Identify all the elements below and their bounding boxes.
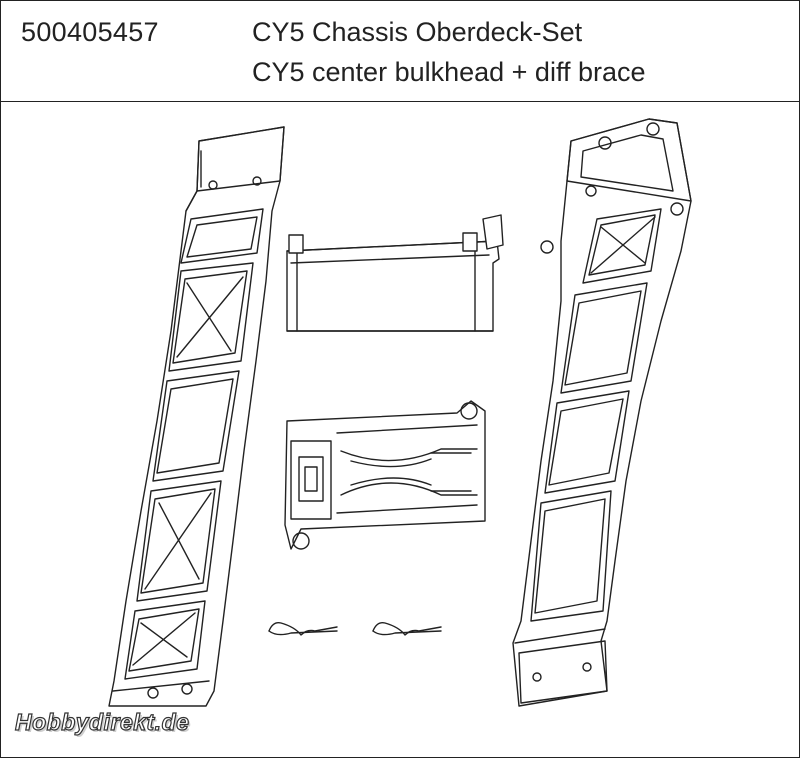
bulkhead-drawing xyxy=(286,214,504,332)
diff-brace-drawing xyxy=(284,400,486,550)
part-number: 500405457 xyxy=(21,17,159,47)
right-brace-drawing xyxy=(512,118,692,707)
header: 500405457 CY5 Chassis Oberdeck-Set CY5 c… xyxy=(1,1,799,102)
clip-icon xyxy=(268,621,442,636)
left-brace-drawing xyxy=(108,126,285,707)
title-german: CY5 Chassis Oberdeck-Set xyxy=(252,17,583,47)
title-english: CY5 center bulkhead + diff brace xyxy=(252,57,646,87)
parts-drawing xyxy=(108,118,692,707)
watermark-logo: Hobbydirekt.de xyxy=(14,708,190,735)
